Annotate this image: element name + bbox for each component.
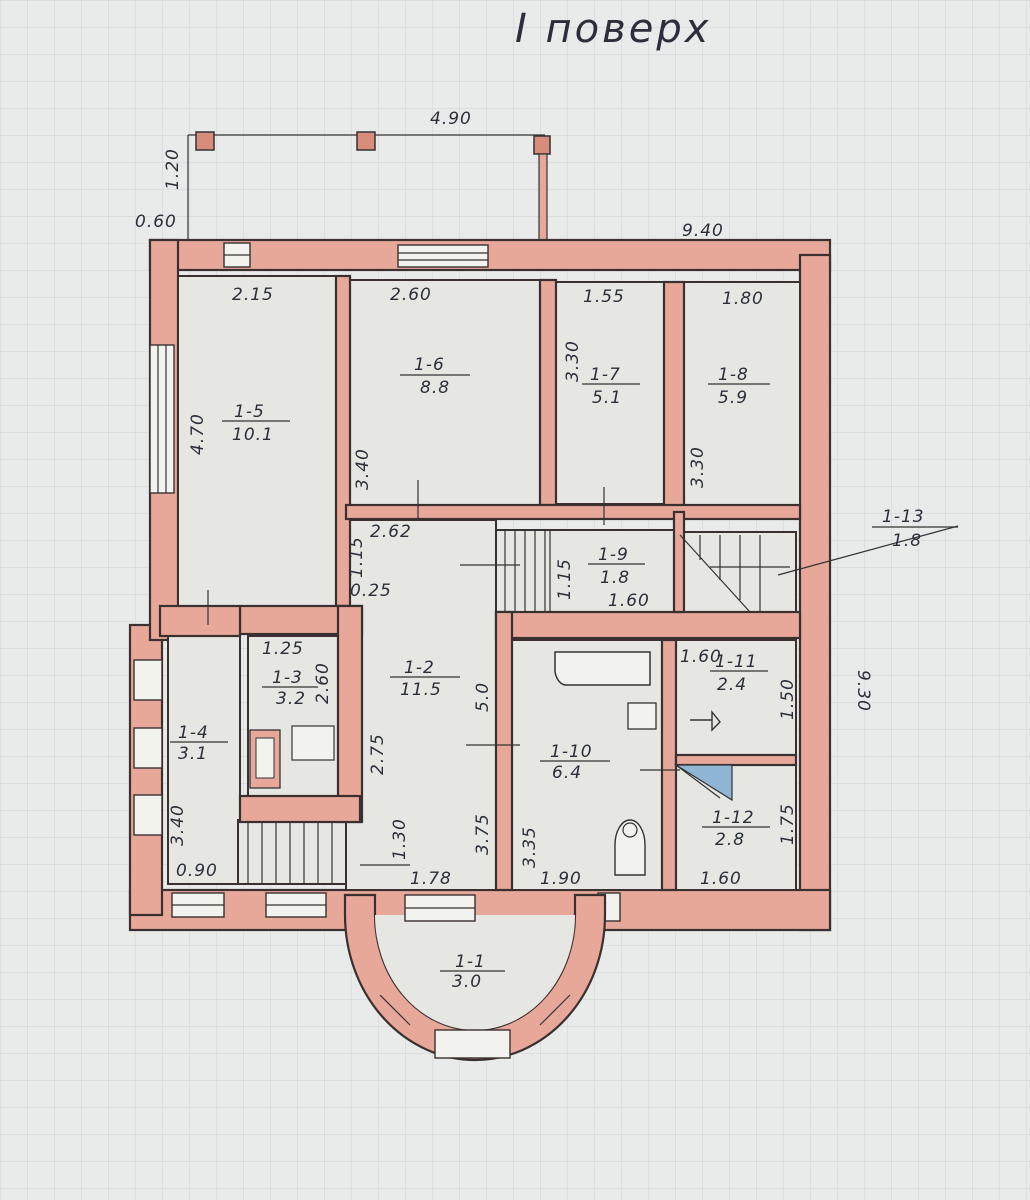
room-1-6-width: 2.60 [390,285,432,305]
bathtub-icon [554,651,651,686]
svg-text:1-4: 1-4 [178,723,209,743]
stair-height: 1.30 [390,818,410,860]
svg-text:1.8: 1.8 [892,531,922,551]
gas-stove-icon [291,725,335,761]
room-1-3-height: 2.60 [313,662,333,704]
svg-text:1-2: 1-2 [404,658,435,678]
interior-walls [158,274,802,892]
svg-text:1-9: 1-9 [598,545,629,565]
room-1-3-width: 1.25 [262,639,304,659]
washbasin-icon [690,710,721,732]
room-1-2-height-left: 2.75 [368,733,388,775]
svg-text:8.8: 8.8 [420,378,450,398]
vestibule-bay [343,893,607,1062]
room-1-2-height-right: 5.0 [473,682,493,712]
svg-text:1.8: 1.8 [600,568,630,588]
porch [187,131,551,247]
overall-height-label: 9.30 [853,670,873,712]
room-1-11-label: 1-11 2.4 [710,652,768,695]
sink-icon [627,702,657,730]
porch-width-label: 4.90 [430,109,472,129]
room-1-7-label: 1-7 5.1 [582,365,640,408]
room-1-2-label: 1-2 11.5 [390,658,460,700]
room-1-12-width: 1.60 [700,869,742,889]
room-1-2-width: 2.62 [370,522,412,542]
room-1-10-width: 1.90 [540,869,582,889]
room-1-12-height: 1.75 [778,803,798,845]
svg-text:1-10: 1-10 [550,742,593,762]
room-1-9-width: 1.60 [608,591,650,611]
page-title: I поверх [515,6,711,52]
room-1-4-height: 3.40 [168,804,188,846]
svg-text:5.1: 5.1 [592,388,622,408]
svg-text:1-12: 1-12 [712,808,755,828]
room-1-9-height: 1.15 [555,558,575,600]
room-1-7-height: 3.30 [563,340,583,382]
room-1-1-label: 1-1 3.0 [440,952,505,992]
room-1-4-label: 1-4 3.1 [170,723,228,764]
room-1-8-width: 1.80 [722,289,764,309]
room-labels: 1-1 3.0 1-2 11.5 1-3 3.2 1-4 3.1 1-5 10.… [170,355,958,992]
svg-text:3.1: 3.1 [178,744,208,764]
svg-text:1-13: 1-13 [882,507,925,527]
overall-width-label: 9.40 [682,221,724,241]
room-1-10-label: 1-10 6.4 [540,742,610,783]
porch-depth-label: 1.20 [163,148,183,190]
room-1-2-gap: 0.25 [350,581,392,601]
svg-text:3.0: 3.0 [452,972,482,992]
room-1-10-height-right: 3.35 [520,826,540,868]
room-1-12-label: 1-12 2.8 [702,808,770,850]
dimension-labels: 4.90 1.20 0.60 9.40 9.30 2.15 4.70 2.60 … [135,109,873,889]
room-1-7-width: 1.55 [583,287,625,307]
room-1-9-label: 1-9 1.8 [588,545,645,588]
svg-text:1-1: 1-1 [455,952,486,972]
shower-tray-icon [673,764,733,802]
room-1-11-height: 1.50 [778,678,798,720]
room-1-6-label: 1-6 8.8 [400,355,470,398]
svg-text:1-8: 1-8 [718,365,749,385]
svg-text:6.4: 6.4 [552,763,582,783]
door-marks [207,480,959,866]
svg-text:5.9: 5.9 [718,388,748,408]
svg-text:1-6: 1-6 [414,355,445,375]
porch-offset-label: 0.60 [135,212,177,232]
room-1-2-height-top: 1.15 [347,536,367,578]
svg-text:2.4: 2.4 [717,675,747,695]
svg-text:1-11: 1-11 [715,652,758,672]
room-1-4-width: 0.90 [176,861,218,881]
fixtures [249,651,733,876]
room-1-5-width: 2.15 [232,285,274,305]
room-1-8-label: 1-8 5.9 [708,365,770,408]
room-1-3-label: 1-3 3.2 [262,668,318,709]
toilet-icon [614,819,646,876]
interior-rooms [167,275,801,891]
staircase [247,529,761,884]
room-1-5-height: 4.70 [188,413,208,455]
room-1-6-height: 3.40 [353,448,373,490]
svg-text:1-3: 1-3 [272,668,303,688]
svg-text:11.5: 11.5 [400,680,442,700]
svg-text:2.8: 2.8 [715,830,745,850]
svg-text:3.2: 3.2 [276,689,306,709]
room-1-5-label: 1-5 10.1 [222,402,290,445]
svg-text:10.1: 10.1 [232,425,274,445]
room-1-10-height-left: 3.75 [473,813,493,855]
svg-text:1-5: 1-5 [234,402,265,422]
svg-text:1-7: 1-7 [590,365,621,385]
room-1-11-width: 1.60 [680,647,722,667]
room-1-13-label: 1-13 1.8 [872,507,958,551]
stair-width: 1.78 [410,869,452,889]
room-1-8-height: 3.30 [688,446,708,488]
